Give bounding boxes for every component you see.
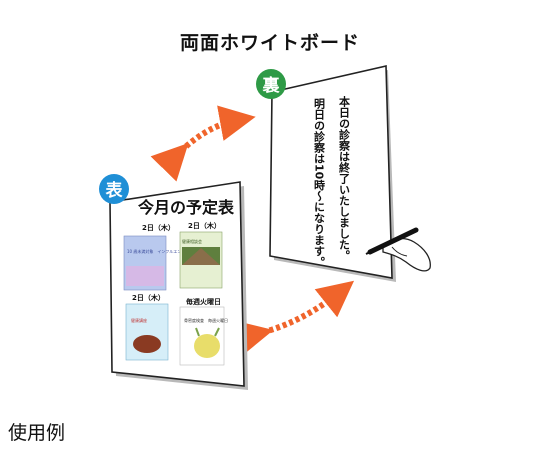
schedule-card-2: 2日（木） 健康相談会 [179, 221, 223, 289]
back-message-line-1: 本日の診察は終了いたしました。 [338, 95, 351, 261]
back-whiteboard [269, 65, 396, 282]
card-4-date: 毎週火曜日 [186, 297, 221, 306]
back-side-badge: 裏 [256, 69, 286, 99]
card-2-text: 健康相談会 [182, 238, 202, 244]
card-4-text: 骨密度検査 毎週火曜日 [184, 317, 228, 323]
front-side-badge: 表 [99, 174, 129, 204]
back-message: 本日の診察は終了いたしました。 明日の診察は10時〜になります。 [313, 95, 351, 268]
page-title: 両面ホワイトボード [179, 32, 360, 54]
card-1-text: 10 歳未満対象 インフルエンザ [127, 248, 185, 254]
schedule-card-4: 毎週火曜日 骨密度検査 毎週火曜日 [179, 297, 228, 366]
back-message-line-2: 明日の診察は10時〜になります。 [313, 98, 326, 268]
back-badge-label: 裏 [262, 75, 281, 96]
schedule-card-1: 2日（木） 10 歳未満対象 インフルエンザ [123, 223, 185, 291]
front-heading: 今月の予定表 [137, 198, 235, 217]
card-3-text: 健康講座 [131, 317, 147, 323]
card-2-date: 2日（木） [188, 221, 221, 230]
flip-arrows [150, 105, 355, 356]
schedule-card-3: 2日（木） 健康講座 [125, 293, 169, 361]
hand-with-marker-icon [365, 227, 431, 272]
caption: 使用例 [8, 422, 66, 444]
card-1-date: 2日（木） [142, 223, 175, 232]
front-badge-label: 表 [106, 180, 124, 201]
card-3-date: 2日（木） [132, 293, 165, 302]
